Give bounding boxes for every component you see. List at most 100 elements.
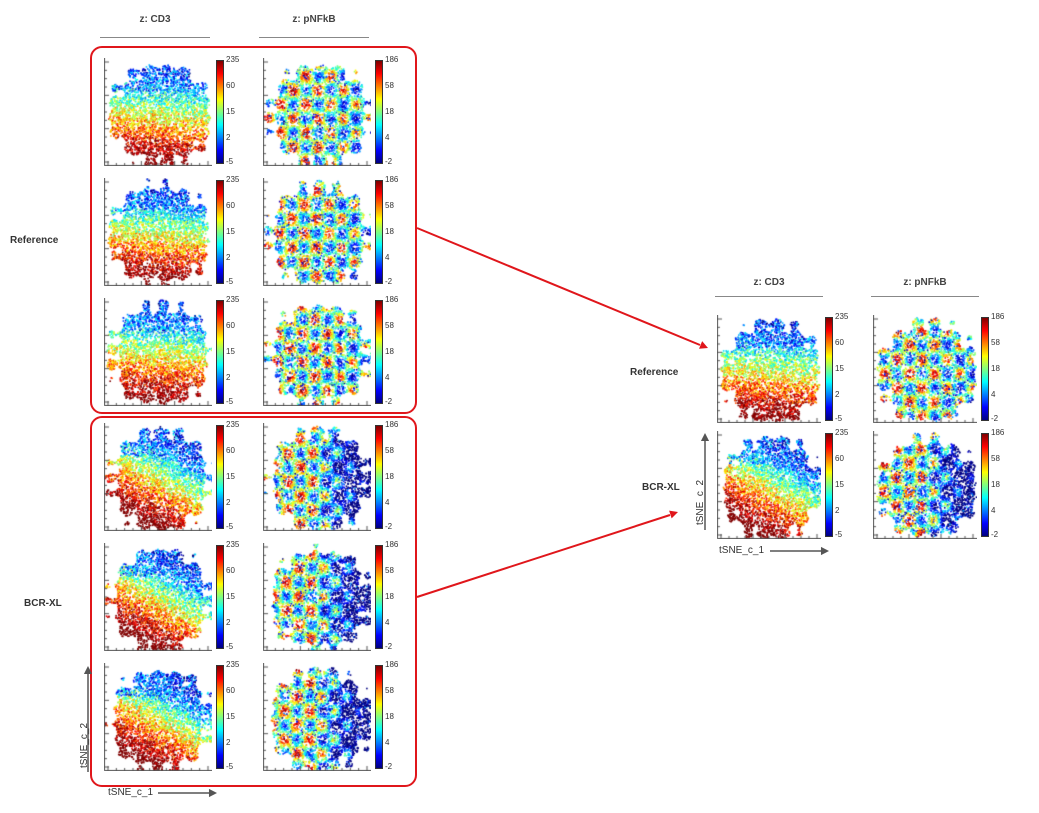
scatter-points [263,423,371,531]
scatter-points [263,663,371,771]
colorbar-tick-label: 18 [385,472,394,481]
right-row-label-bcr-xl: BCR-XL [642,482,680,493]
colorbar-tick-label: 186 [991,428,1005,437]
left-column-rule [259,37,369,38]
left-y-axis-arrow-head [83,666,93,675]
colorbar-tick-label: 235 [226,55,240,64]
colorbar-tick-label: 18 [385,227,394,236]
scatter-points [717,431,821,539]
scatter-plot [717,431,821,539]
colorbar-tick-label: 4 [385,373,390,382]
colorbar-tick-label: 58 [385,686,394,695]
colorbar-tick-label: 60 [226,686,235,695]
colorbar-tick-label: 186 [385,660,399,669]
colorbar-tick-label: -2 [385,642,393,651]
colorbar-tick-label: 58 [385,81,394,90]
scatter-plot [263,423,371,531]
colorbar-tick-label: 4 [385,618,390,627]
scatter-points [104,663,212,771]
colorbar-tick-label: 15 [226,107,235,116]
scatter-plot [263,663,371,771]
scatter-points [873,431,977,539]
colorbar-tick-label: 58 [385,321,394,330]
colorbar-tick-label: 2 [226,373,231,382]
colorbar-tick-label: 4 [385,738,390,747]
colorbar-tick-label: -2 [991,414,999,423]
scatter-plot [104,178,212,286]
bcr-xl-group-box [90,416,417,787]
arrow-reference-head [699,341,708,349]
colorbar-tick-label: 58 [385,201,394,210]
right-column-header: z: CD3 [753,277,785,288]
colorbar-tick-label: 15 [835,480,844,489]
colorbar-tick-label: 2 [835,390,840,399]
colorbar-tick-label: 18 [991,364,1000,373]
scatter-plot [104,663,212,771]
arrow-bcr-xl-line [416,514,671,598]
scatter-points [104,543,212,651]
colorbar-tick-label: 235 [835,428,849,437]
arrow-bcr-xl-head [669,510,678,519]
colorbar-tick-label: 60 [226,446,235,455]
colorbar-tick-label: -2 [385,277,393,286]
scatter-points [263,58,371,166]
colorbar [375,180,383,284]
colorbar-tick-label: 18 [385,347,394,356]
colorbar [216,545,224,649]
right-column-rule [715,296,823,297]
colorbar [216,180,224,284]
colorbar-tick-label: 2 [835,506,840,515]
colorbar-tick-label: -5 [226,762,234,771]
scatter-points [263,543,371,651]
colorbar-tick-label: 15 [226,347,235,356]
colorbar-tick-label: 235 [226,295,240,304]
left-x-axis-label: tSNE_c_1 [108,787,154,798]
colorbar-tick-label: 186 [385,295,399,304]
left-row-label-bcr-xl: BCR-XL [24,598,62,609]
colorbar [825,317,833,421]
colorbar-tick-label: -5 [226,642,234,651]
colorbar-tick-label: 58 [991,338,1000,347]
scatter-plot [104,543,212,651]
colorbar [216,425,224,529]
colorbar-tick-label: 4 [385,253,390,262]
colorbar-tick-label: 2 [226,738,231,747]
colorbar [216,60,224,164]
scatter-plot [717,315,821,423]
scatter-plot [873,315,977,423]
right-x-axis-label: tSNE_c_1 [719,545,765,556]
colorbar-tick-label: 4 [991,506,996,515]
colorbar-tick-label: 186 [385,420,399,429]
scatter-plot [263,298,371,406]
colorbar-tick-label: 58 [991,454,1000,463]
colorbar [375,425,383,529]
colorbar [375,545,383,649]
colorbar-tick-label: 18 [385,592,394,601]
colorbar-tick-label: -5 [835,414,843,423]
colorbar [375,60,383,164]
colorbar-tick-label: 2 [226,498,231,507]
scatter-plot [263,58,371,166]
colorbar-tick-label: 186 [991,312,1005,321]
scatter-points [104,178,212,286]
colorbar [216,665,224,769]
right-row-label-reference: Reference [630,367,679,378]
scatter-points [104,298,212,406]
colorbar-tick-label: 235 [835,312,849,321]
colorbar-tick-label: 15 [226,712,235,721]
scatter-points [104,423,212,531]
colorbar-tick-label: -2 [385,157,393,166]
colorbar [825,433,833,537]
colorbar-tick-label: 60 [226,566,235,575]
colorbar [375,665,383,769]
